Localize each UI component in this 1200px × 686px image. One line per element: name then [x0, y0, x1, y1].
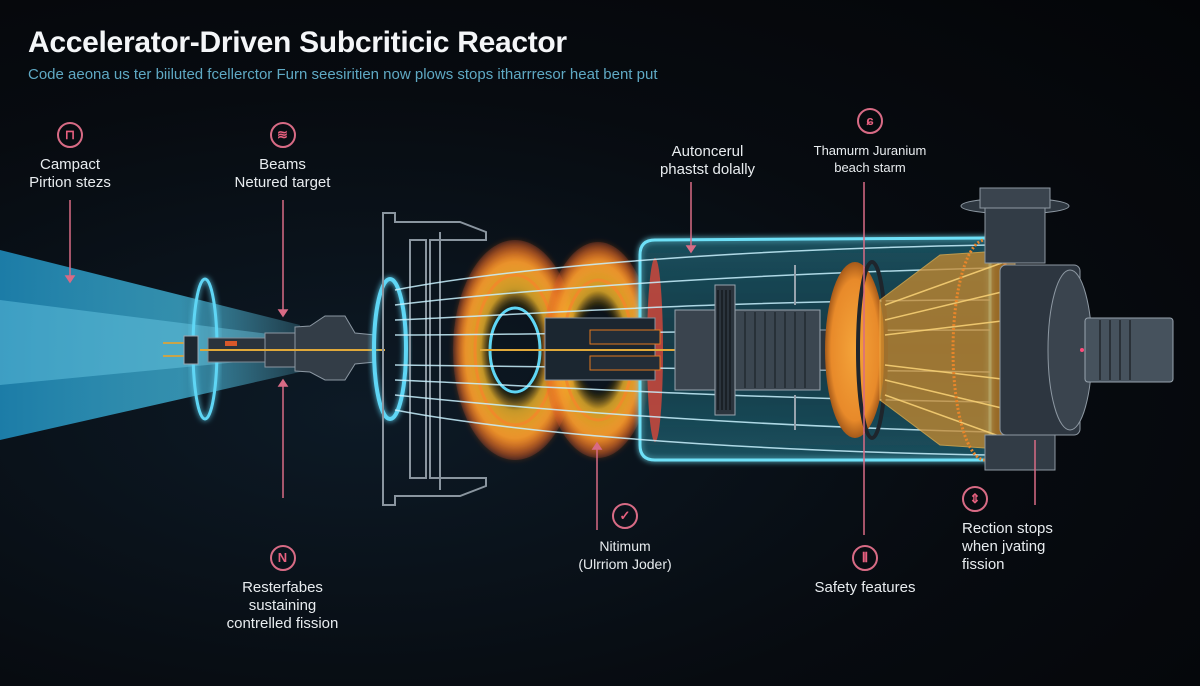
- callout-restorable-fission: N Resterfabes sustaining contrelled fiss…: [205, 545, 360, 633]
- callout-nitrium: ✓ Nitimum (Ulrriom Joder): [560, 503, 690, 573]
- accelerator-icon: ⊓: [57, 122, 83, 148]
- leader-lines: [64, 182, 1036, 535]
- support-frame: [382, 212, 487, 506]
- fuel-core-disk: [825, 262, 885, 438]
- callout-beam-target: ≋ Beams Netured target: [220, 122, 345, 192]
- safety-icon: ⫴: [852, 545, 878, 571]
- callout-safety-features: ⫴ Safety features: [795, 545, 935, 597]
- stop-arrow-icon: ⇕: [962, 486, 988, 512]
- beam-icon: ≋: [269, 122, 296, 148]
- injector-nozzle: [163, 315, 385, 381]
- callout-thorium-uranium: ɕ Thamurm Juranium beach starm: [795, 108, 945, 176]
- particle-beam-core: [0, 300, 300, 385]
- diagram-subtitle: Code aeona us ter biiluted fcellerctor F…: [28, 66, 658, 83]
- diagram-title: Accelerator-Driven Subcriticic Reactor: [28, 26, 567, 59]
- coolant-pump-housing: [960, 187, 1174, 471]
- target-ring: [372, 277, 408, 421]
- neutron-icon: N: [269, 545, 296, 571]
- check-icon: ✓: [612, 503, 638, 529]
- thorium-icon: ɕ: [857, 108, 883, 134]
- particle-beam: [0, 250, 300, 440]
- callout-reaction-stops: ⇕ Rection stops when jvating fission: [962, 486, 1092, 574]
- callout-autoncentral: Autoncerul phastst dolally: [659, 143, 756, 178]
- callout-compact-proton-source: ⊓ Campact Pirtion stezs: [20, 122, 120, 192]
